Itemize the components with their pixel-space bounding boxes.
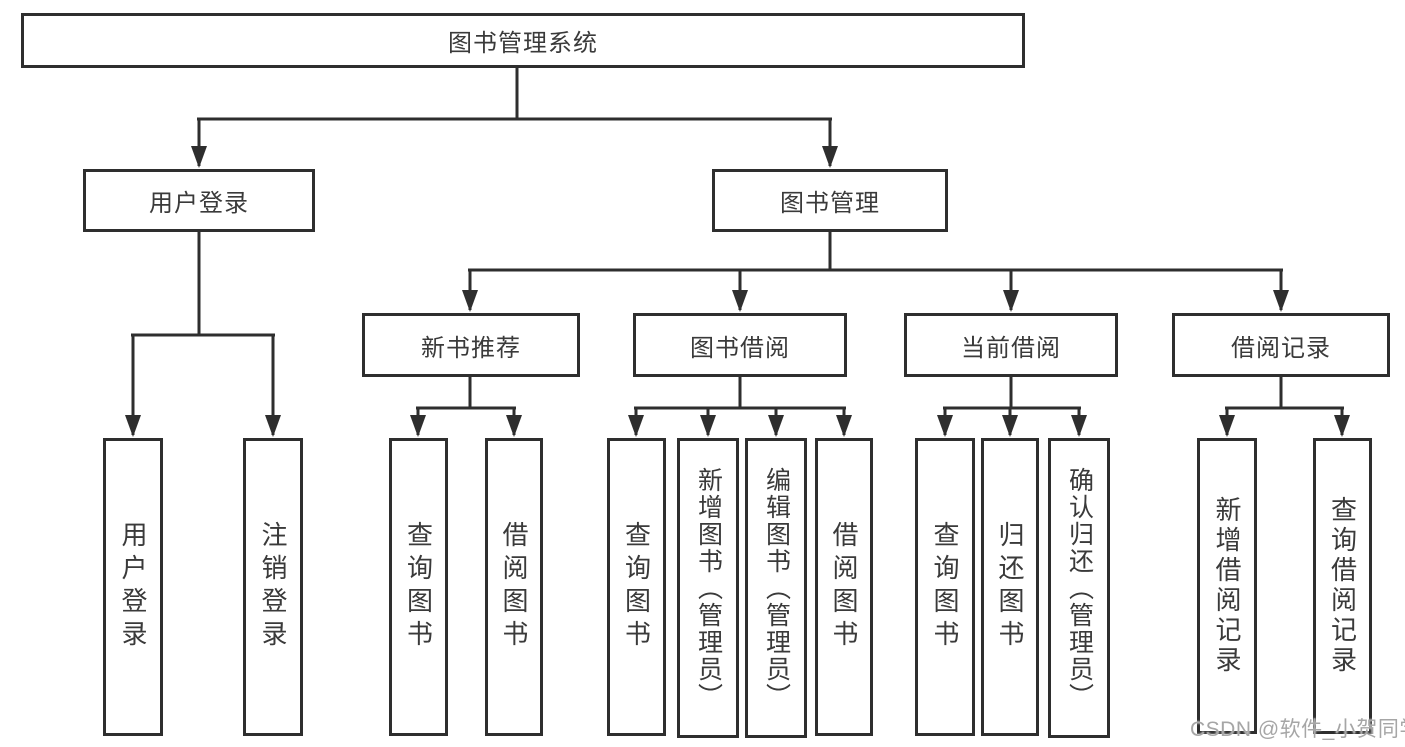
- leaf-borrow-books-borrowing: 借阅图书: [815, 438, 873, 736]
- leaf-query-books-borrowing-label: 查询图书: [621, 521, 652, 653]
- connector-book-management: [462, 232, 1289, 312]
- node-new-book-recommendation: 新书推荐: [362, 313, 580, 377]
- leaf-confirm-return-admin-label: 确认归还（管理员）: [1065, 466, 1094, 710]
- leaf-add-borrow-record-label: 新增借阅记录: [1212, 496, 1242, 676]
- leaf-user-login-label: 用户登录: [118, 521, 148, 653]
- leaf-add-borrow-record: 新增借阅记录: [1197, 438, 1257, 734]
- connector-user-login: [125, 232, 281, 437]
- leaf-edit-books-admin-label: 编辑图书（管理员）: [762, 466, 791, 710]
- leaf-borrow-books-recommend: 借阅图书: [485, 438, 543, 736]
- connector-new-book-recommendation: [410, 377, 522, 437]
- leaf-query-books-current: 查询图书: [915, 438, 975, 736]
- connector-current-borrowing: [937, 377, 1087, 437]
- leaf-query-borrow-record-label: 查询借阅记录: [1327, 496, 1358, 676]
- node-current-borrowing: 当前借阅: [904, 313, 1118, 377]
- connector-borrowing-records: [1219, 377, 1350, 437]
- node-user-login: 用户登录: [83, 169, 315, 232]
- leaf-edit-books-admin: 编辑图书（管理员）: [745, 438, 807, 738]
- leaf-query-books-borrowing: 查询图书: [607, 438, 666, 736]
- leaf-query-books-recommend: 查询图书: [389, 438, 448, 736]
- node-library-system: 图书管理系统: [21, 13, 1025, 68]
- node-book-management: 图书管理: [712, 169, 948, 232]
- node-borrowing-records: 借阅记录: [1172, 313, 1390, 377]
- leaf-query-borrow-record: 查询借阅记录: [1313, 438, 1372, 734]
- connector-root: [191, 68, 838, 168]
- node-book-borrowing: 图书借阅: [633, 313, 847, 377]
- leaf-return-books: 归还图书: [981, 438, 1039, 736]
- leaf-logout: 注销登录: [243, 438, 303, 736]
- leaf-confirm-return-admin: 确认归还（管理员）: [1048, 438, 1110, 738]
- leaf-user-login: 用户登录: [103, 438, 163, 736]
- watermark: CSDN @软件_小贺同学: [1190, 718, 1405, 741]
- leaf-borrow-books-borrowing-label: 借阅图书: [829, 521, 859, 653]
- leaf-return-books-label: 归还图书: [995, 521, 1025, 653]
- leaf-add-books-admin: 新增图书（管理员）: [677, 438, 739, 738]
- leaf-query-books-recommend-label: 查询图书: [403, 521, 434, 653]
- connector-book-borrowing: [628, 377, 852, 437]
- leaf-borrow-books-recommend-label: 借阅图书: [499, 521, 529, 653]
- leaf-logout-label: 注销登录: [258, 521, 288, 653]
- leaf-query-books-current-label: 查询图书: [930, 521, 960, 653]
- leaf-add-books-admin-label: 新增图书（管理员）: [694, 466, 723, 710]
